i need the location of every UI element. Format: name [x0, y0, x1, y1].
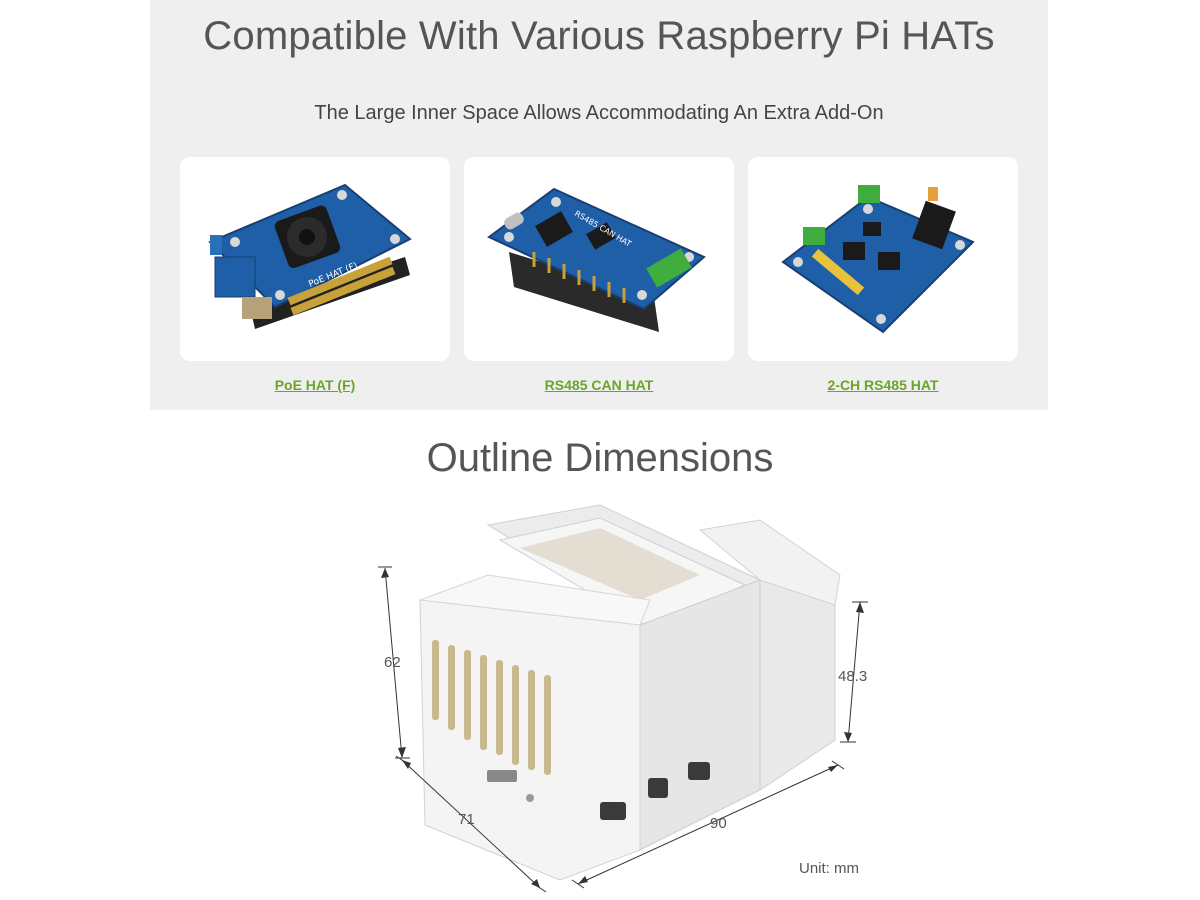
compatible-hats-section: Compatible With Various Raspberry Pi HAT… — [150, 0, 1048, 410]
section-subtitle: The Large Inner Space Allows Accommodati… — [314, 102, 884, 124]
dimensions-title: Outline Dimensions — [426, 436, 774, 480]
product-card-2ch-rs485-hat[interactable] — [748, 157, 1018, 361]
height-label: 62 — [384, 654, 401, 671]
depth-label: 71 — [458, 811, 475, 828]
poe-hat-board-icon: PoE HAT (F) — [208, 183, 412, 329]
product-card-rs485-can-hat[interactable]: RS485 CAN HAT — [464, 157, 734, 361]
2ch-rs485-hat-board-icon — [781, 185, 975, 334]
right-height-label: 48.3 — [838, 668, 868, 685]
unit-label: Unit: mm — [799, 860, 859, 877]
product-card-poe-hat[interactable]: PoE HAT (F) — [180, 157, 450, 361]
rs485-can-hat-board-icon: RS485 CAN HAT — [487, 187, 706, 332]
section-title: Compatible With Various Raspberry Pi HAT… — [203, 14, 995, 58]
product-link-poe-hat[interactable]: PoE HAT (F) — [274, 377, 356, 393]
product-link-rs485-can-hat[interactable]: RS485 CAN HAT — [544, 377, 654, 393]
product-link-2ch-rs485-hat[interactable]: 2-CH RS485 HAT — [827, 377, 939, 393]
width-label: 90 — [710, 815, 727, 832]
